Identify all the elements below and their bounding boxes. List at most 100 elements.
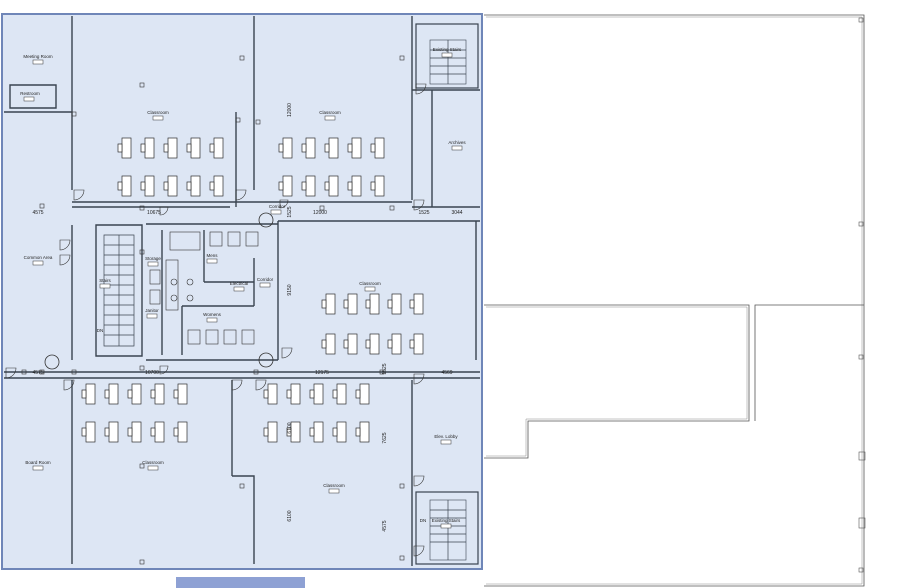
desk — [332, 421, 347, 443]
dim-9150: 9150 — [287, 284, 293, 295]
dim-10700: 10700 — [145, 370, 159, 376]
desk — [321, 333, 336, 355]
column-marker — [399, 555, 405, 561]
room-corridor-top: Corridor — [269, 204, 286, 215]
desk — [104, 421, 119, 443]
svg-text:Classroom: Classroom — [319, 110, 341, 115]
desk — [321, 293, 336, 315]
door-swing — [413, 545, 425, 557]
desk — [370, 137, 385, 159]
dim-12000-vertical: 12000 — [287, 103, 293, 117]
column-marker — [139, 82, 145, 88]
door-swing — [413, 475, 425, 487]
dim-7625: 7625 — [382, 432, 388, 443]
dim-3044: 3044 — [451, 210, 462, 216]
column-marker — [139, 205, 145, 211]
room-meeting-room: Meeting Room — [23, 54, 53, 65]
desk — [301, 137, 316, 159]
desk — [278, 137, 293, 159]
column-marker — [319, 205, 325, 211]
desk — [343, 333, 358, 355]
column-marker — [139, 249, 145, 255]
desk — [278, 175, 293, 197]
desk — [409, 333, 424, 355]
dim-12175: 12175 — [315, 370, 329, 376]
selection-scrollbar[interactable] — [176, 577, 305, 588]
column-marker — [139, 365, 145, 371]
room-classroom-east: Classroom — [359, 281, 381, 292]
desk — [173, 421, 188, 443]
round-columns — [44, 212, 274, 370]
desk — [140, 175, 155, 197]
room-classroom-sw: Classroom — [142, 460, 164, 471]
desk — [370, 175, 385, 197]
svg-text:Corridor: Corridor — [269, 204, 286, 209]
desk — [309, 383, 324, 405]
furniture — [81, 137, 424, 443]
svg-text:Common Area: Common Area — [24, 255, 53, 260]
svg-text:Existing Stairs: Existing Stairs — [432, 518, 461, 523]
svg-text:Existing Stairs: Existing Stairs — [433, 47, 462, 52]
desk — [387, 293, 402, 315]
door-swing — [159, 206, 169, 216]
stair-annotations: DN DN — [97, 328, 427, 523]
column-markers — [858, 17, 866, 573]
desk — [324, 175, 339, 197]
walls — [4, 16, 480, 566]
room-electrical: Electrical — [230, 281, 248, 292]
room-existing-stairs-top: Existing Stairs — [433, 47, 462, 58]
svg-text:Archives: Archives — [448, 140, 466, 145]
dim-4569: 4569 — [441, 370, 452, 376]
desk — [409, 293, 424, 315]
door-swing — [59, 239, 71, 251]
desk — [301, 175, 316, 197]
core-stairs — [103, 234, 135, 347]
desk — [347, 175, 362, 197]
svg-text:Electrical: Electrical — [230, 281, 248, 286]
desk — [81, 383, 96, 405]
door-swing — [5, 367, 17, 379]
dim-6100-a: 6100 — [287, 422, 293, 433]
room-mens: Mens — [206, 253, 218, 264]
svg-text:Mens: Mens — [206, 253, 218, 258]
door-swing — [159, 365, 169, 375]
column-marker — [239, 55, 245, 61]
desk — [263, 421, 278, 443]
desk — [343, 293, 358, 315]
desk — [286, 383, 301, 405]
room-classroom-nc: Classroom — [319, 110, 341, 121]
room-womens: Womens — [203, 312, 222, 323]
door-swing — [413, 373, 425, 385]
column-marker — [139, 559, 145, 565]
room-labels: Meeting Room Restroom Classroom Classroo… — [20, 47, 466, 529]
column-marker — [71, 111, 77, 117]
building-outline — [484, 14, 866, 587]
desk — [309, 421, 324, 443]
desk — [355, 383, 370, 405]
desk — [117, 137, 132, 159]
svg-text:Corridor: Corridor — [257, 277, 274, 282]
desk — [150, 421, 165, 443]
selected-floor-area[interactable] — [1, 13, 483, 570]
desk — [355, 421, 370, 443]
dim-1525-vertical-a: 1525 — [287, 206, 293, 217]
desk — [186, 137, 201, 159]
room-existing-stairs-bottom: Existing Stairs — [432, 518, 461, 529]
door-swing — [59, 254, 71, 266]
door-swing — [413, 199, 425, 211]
svg-text:Classroom: Classroom — [142, 460, 164, 465]
column-marker — [379, 369, 385, 375]
room-archives: Archives — [448, 140, 466, 151]
dim-4575-left: 4575 — [32, 210, 43, 216]
dim-12000: 12000 — [313, 210, 327, 216]
dim-6100-b: 6100 — [287, 510, 293, 521]
room-common-area: Common Area — [24, 255, 53, 266]
desk — [117, 175, 132, 197]
svg-text:Board Room: Board Room — [25, 460, 51, 465]
room-board-room: Board Room — [25, 460, 51, 471]
dn-left: DN — [97, 328, 104, 333]
door-swing — [63, 379, 75, 391]
core-fixtures — [149, 231, 259, 345]
door-swing — [415, 83, 427, 95]
